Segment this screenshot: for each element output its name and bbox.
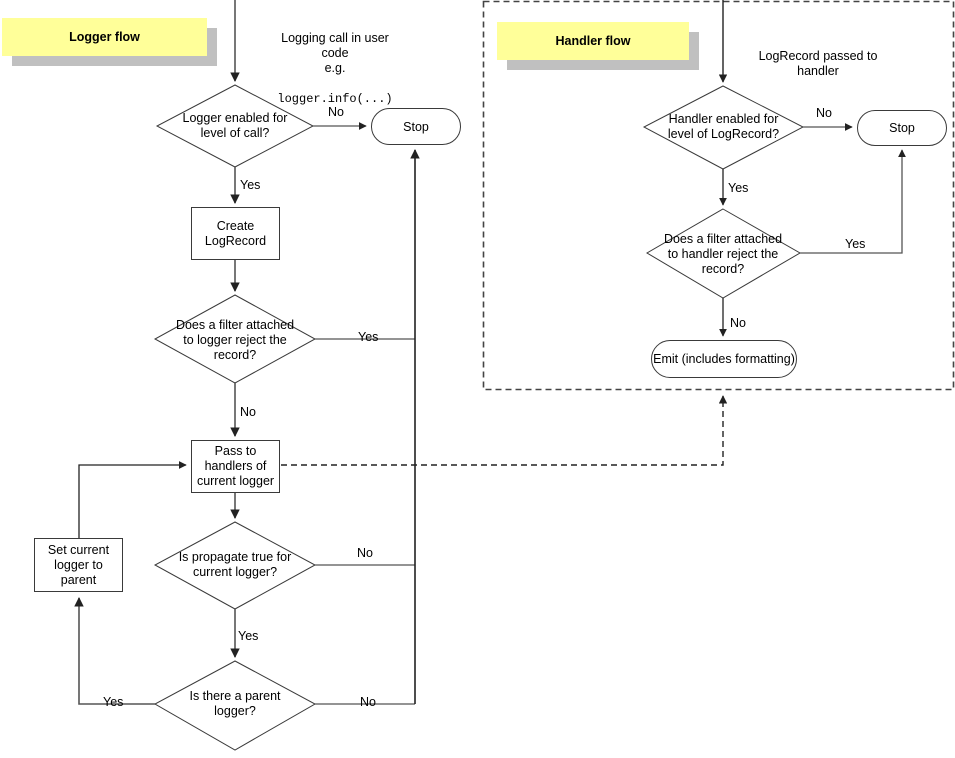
edge-label-handler-enabled-no: No [816, 106, 832, 120]
annotation-logrecord-passed-text: LogRecord passed to handler [758, 49, 878, 78]
edge-label-logger-enabled-yes: Yes [240, 178, 261, 192]
decision-logger-enabled[interactable]: Logger enabled for level of call? [160, 104, 310, 148]
callout-handler-flow: Handler flow [497, 22, 699, 70]
handler-flow-group-border [482, 0, 955, 391]
edge-handler-filter-yes [800, 149, 906, 254]
callout-logger-flow: Logger flow [2, 18, 217, 66]
process-set-current-logger-to-parent[interactable]: Set current logger to parent [34, 538, 123, 592]
terminator-emit-label: Emit (includes formatting) [653, 352, 795, 366]
process-create-logrecord[interactable]: Create LogRecord [191, 207, 280, 260]
terminator-stop-handler-label: Stop [889, 121, 915, 135]
annotation-logging-call: Logging call in user code e.g. logger.in… [240, 16, 430, 107]
decision-handler-filter-reject[interactable]: Does a filter attached to handler reject… [642, 231, 804, 277]
edge-label-parent-no: No [360, 695, 376, 709]
process-set-current-logger-to-parent-label: Set current logger to parent [47, 542, 110, 587]
decision-logger-filter-reject-label: Does a filter attached to logger reject … [175, 317, 295, 362]
decision-handler-filter-reject-label: Does a filter attached to handler reject… [663, 231, 783, 276]
edge-label-logger-filter-yes: Yes [358, 330, 379, 344]
terminator-stop-logger[interactable]: Stop [371, 108, 461, 145]
process-create-logrecord-label: Create LogRecord [204, 218, 267, 248]
process-pass-to-handlers[interactable]: Pass to handlers of current logger [191, 440, 280, 493]
callout-handler-flow-label: Handler flow [497, 22, 689, 60]
edge-pass-to-handler-flow-dashed [281, 395, 728, 466]
decision-is-there-parent-logger-label: Is there a parent logger? [189, 689, 281, 718]
decision-logger-filter-reject[interactable]: Does a filter attached to logger reject … [152, 317, 318, 363]
terminator-emit[interactable]: Emit (includes formatting) [651, 340, 797, 378]
edge-label-handler-filter-yes: Yes [845, 237, 866, 251]
decision-handler-enabled-label: Handler enabled for level of LogRecord? [667, 112, 780, 141]
decision-is-propagate-true[interactable]: Is propagate true for current logger? [155, 550, 315, 580]
edge-label-logger-enabled-no: No [328, 105, 344, 119]
edge-label-propagate-yes: Yes [238, 629, 259, 643]
decision-is-there-parent-logger[interactable]: Is there a parent logger? [155, 689, 315, 719]
annotation-logging-call-text: Logging call in user code e.g. [281, 31, 389, 75]
edge-label-propagate-no: No [357, 546, 373, 560]
edge-label-logger-filter-no: No [240, 405, 256, 419]
process-pass-to-handlers-label: Pass to handlers of current logger [196, 444, 275, 488]
terminator-stop-handler[interactable]: Stop [857, 110, 947, 146]
edge-label-parent-yes: Yes [103, 695, 124, 709]
edge-set-parent-to-pass [78, 461, 187, 538]
annotation-logrecord-passed: LogRecord passed to handler [728, 34, 908, 79]
decision-is-there-parent-shape [153, 660, 317, 751]
edge-parent-yes-to-set-parent [74, 597, 155, 705]
edge-label-handler-enabled-yes: Yes [728, 181, 749, 195]
callout-logger-flow-label: Logger flow [2, 18, 207, 56]
edge-label-handler-filter-no: No [730, 316, 746, 330]
terminator-stop-logger-label: Stop [403, 119, 429, 134]
decision-is-propagate-true-label: Is propagate true for current logger? [178, 550, 292, 579]
decision-handler-enabled[interactable]: Handler enabled for level of LogRecord? [646, 105, 801, 149]
annotation-logging-call-code: logger.info(...) [277, 92, 393, 106]
decision-logger-enabled-label: Logger enabled for level of call? [182, 111, 288, 140]
